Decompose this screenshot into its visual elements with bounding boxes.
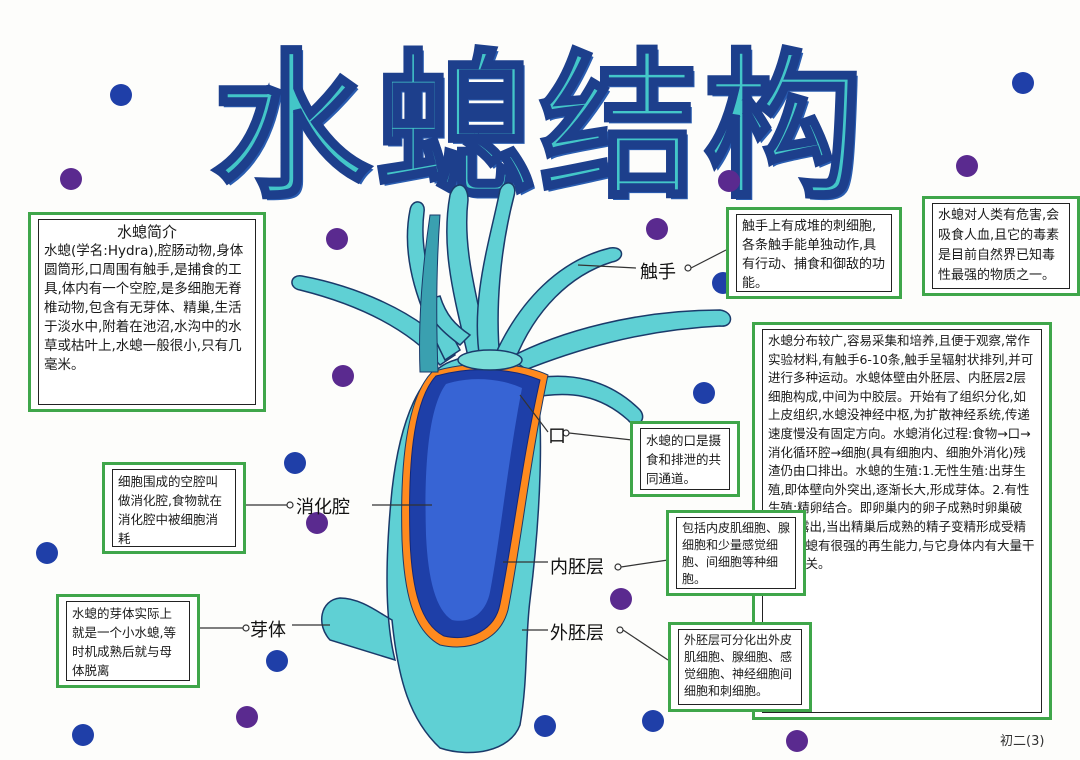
- decor-dot: [326, 228, 348, 250]
- decor-dot: [956, 155, 978, 177]
- decor-dot: [1012, 72, 1034, 94]
- intro-heading: 水螅简介: [116, 223, 177, 241]
- label-cavity: 消化腔: [296, 497, 350, 518]
- bud-note-box: 水螅的芽体实际上就是一个小水螅,等时机成熟后就与母体脱离: [56, 594, 200, 688]
- hydra-tentacles: [291, 182, 732, 425]
- poster-title: 水螅结构: [210, 34, 868, 222]
- decor-dot: [236, 706, 258, 728]
- cavity-note-text: 细胞围成的空腔叫做消化腔,食物就在消化腔中被细胞消耗: [112, 469, 236, 547]
- ectoderm-note-box: 外胚层可分化出外皮肌细胞、腺细胞、感觉细胞、神经细胞间细胞和刺细胞。: [668, 622, 812, 712]
- danger-note-text: 水螅对人类有危害,会吸食人血,且它的毒素是目前自然界已知毒性最强的物质之一。: [932, 203, 1070, 289]
- signature: 初二(3): [1000, 734, 1045, 749]
- decor-dot: [693, 382, 715, 404]
- danger-note-box: 水螅对人类有危害,会吸食人血,且它的毒素是目前自然界已知毒性最强的物质之一。: [922, 196, 1080, 296]
- decor-dot: [72, 724, 94, 746]
- tentacle-note-text: 触手上有成堆的刺细胞,各条触手能单独动作,具有行动、捕食和御敌的功能。: [736, 214, 892, 292]
- label-tentacle: 触手: [640, 262, 676, 283]
- mouth-opening: [457, 349, 523, 371]
- decor-dot: [534, 715, 556, 737]
- decor-dot: [786, 730, 808, 752]
- label-ectoderm: 外胚层: [550, 623, 604, 644]
- decor-dot: [646, 218, 668, 240]
- label-endoderm: 内胚层: [550, 557, 604, 578]
- intro-text: 水螅(学名:Hydra),腔肠动物,身体圆筒形,口周围有触手,是捕食的工具,体内…: [44, 243, 244, 373]
- intro-box: 水螅简介 水螅(学名:Hydra),腔肠动物,身体圆筒形,口周围有触手,是捕食的…: [28, 212, 266, 412]
- decor-dot: [642, 710, 664, 732]
- tentacle-note-box: 触手上有成堆的刺细胞,各条触手能单独动作,具有行动、捕食和御敌的功能。: [726, 207, 902, 299]
- label-bud: 芽体: [250, 620, 286, 641]
- digestive-cavity: [425, 379, 522, 621]
- decor-dot: [266, 650, 288, 672]
- mouth-note-box: 水螅的口是摄食和排泄的共同通道。: [630, 421, 740, 497]
- endoderm-note-text: 包括内皮肌细胞、腺细胞和少量感觉细胞、间细胞等种细胞。: [676, 517, 796, 589]
- decor-dot: [718, 170, 740, 192]
- leader-lines: [200, 249, 727, 661]
- bud-note-text: 水螅的芽体实际上就是一个小水螅,等时机成熟后就与母体脱离: [66, 601, 190, 681]
- decor-dot: [60, 168, 82, 190]
- decor-dot: [36, 542, 58, 564]
- decor-dot: [332, 365, 354, 387]
- decor-dot: [610, 588, 632, 610]
- mouth-note-text: 水螅的口是摄食和排泄的共同通道。: [640, 428, 730, 490]
- decor-dot: [110, 84, 132, 106]
- decor-dot: [284, 452, 306, 474]
- label-mouth: 口: [548, 426, 566, 447]
- ectoderm-note-text: 外胚层可分化出外皮肌细胞、腺细胞、感觉细胞、神经细胞间细胞和刺细胞。: [678, 629, 802, 705]
- decor-dot: [306, 512, 328, 534]
- cavity-note-box: 细胞围成的空腔叫做消化腔,食物就在消化腔中被细胞消耗: [102, 462, 246, 554]
- endoderm-note-box: 包括内皮肌细胞、腺细胞和少量感觉细胞、间细胞等种细胞。: [666, 510, 806, 596]
- left-tube: [418, 214, 441, 373]
